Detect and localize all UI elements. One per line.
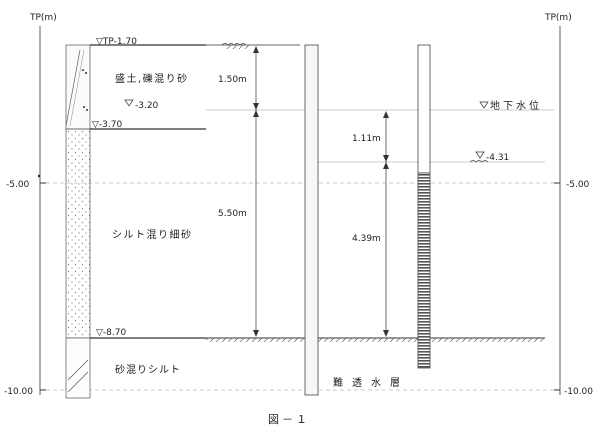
water-surface-mark — [469, 160, 489, 163]
soil-fill-slash — [65, 49, 81, 127]
layer-label-sandy-silt: 砂混りシルト — [115, 363, 181, 376]
level-label-right-gw: -4.31 — [486, 153, 509, 163]
water-level-symbol — [124, 99, 134, 107]
figure-caption: 図－１ — [268, 413, 310, 426]
observation-well-screen — [417, 172, 431, 369]
gravel-dot — [83, 106, 85, 108]
dimension-arrow — [253, 103, 259, 110]
sandy-silt-hatch — [67, 371, 89, 393]
groundwater-label: 地下水位 — [490, 99, 542, 112]
dimension-arrow — [253, 46, 259, 53]
soil-sandy-silt-layer — [65, 337, 91, 399]
dimension-arrow — [253, 110, 259, 117]
level-label-layer3: ▽-8.70 — [96, 328, 126, 338]
dimension-arrow — [383, 330, 389, 337]
gravel-dot — [86, 109, 88, 111]
axis-unit-right: TP(m) — [544, 13, 572, 23]
level-label-gw: -3.20 — [135, 101, 159, 111]
level-label-layer2: ▽-3.70 — [92, 120, 122, 130]
dimension-label: 4.39m — [352, 234, 381, 244]
observation-well-upper — [417, 44, 431, 174]
gravel-dot — [82, 69, 84, 71]
layer-label-fill: 盛土,礫混り砂 — [115, 72, 189, 85]
ground-surface-mark — [221, 43, 247, 46]
tick-label-right: -5.00 — [566, 180, 590, 190]
tick-label-left: -10.00 — [4, 387, 33, 397]
dimension-label: 1.11m — [352, 134, 381, 144]
impermeable-hatch — [206, 338, 545, 342]
tick-label-right: -10.00 — [564, 387, 593, 397]
impermeable-layer-label: 難透水層 — [333, 376, 409, 389]
well-pipe-left — [304, 44, 319, 396]
ground-surface-hatch — [225, 45, 249, 49]
soil-silty-sand-layer — [65, 128, 91, 339]
tick-label-left: -5.00 — [6, 180, 30, 190]
dimension-arrow — [253, 330, 259, 337]
dimension-arrow — [383, 155, 389, 162]
gravel-dot — [85, 72, 87, 74]
soil-fill-slash — [69, 49, 85, 127]
dimension-arrow — [383, 162, 389, 169]
sandy-silt-hatch — [67, 359, 89, 381]
axis-unit-left: TP(m) — [29, 13, 57, 23]
layer-label-silty-sand: シルト混り細砂 — [112, 228, 193, 241]
level-label-tp: ▽TP-1.70 — [96, 37, 137, 47]
dimension-arrow — [383, 111, 389, 118]
water-level-symbol — [475, 151, 485, 159]
soil-fill-layer — [65, 44, 91, 130]
water-level-symbol — [479, 101, 489, 109]
dimension-label: 5.50m — [218, 209, 247, 219]
dimension-label: 1.50m — [218, 75, 247, 85]
